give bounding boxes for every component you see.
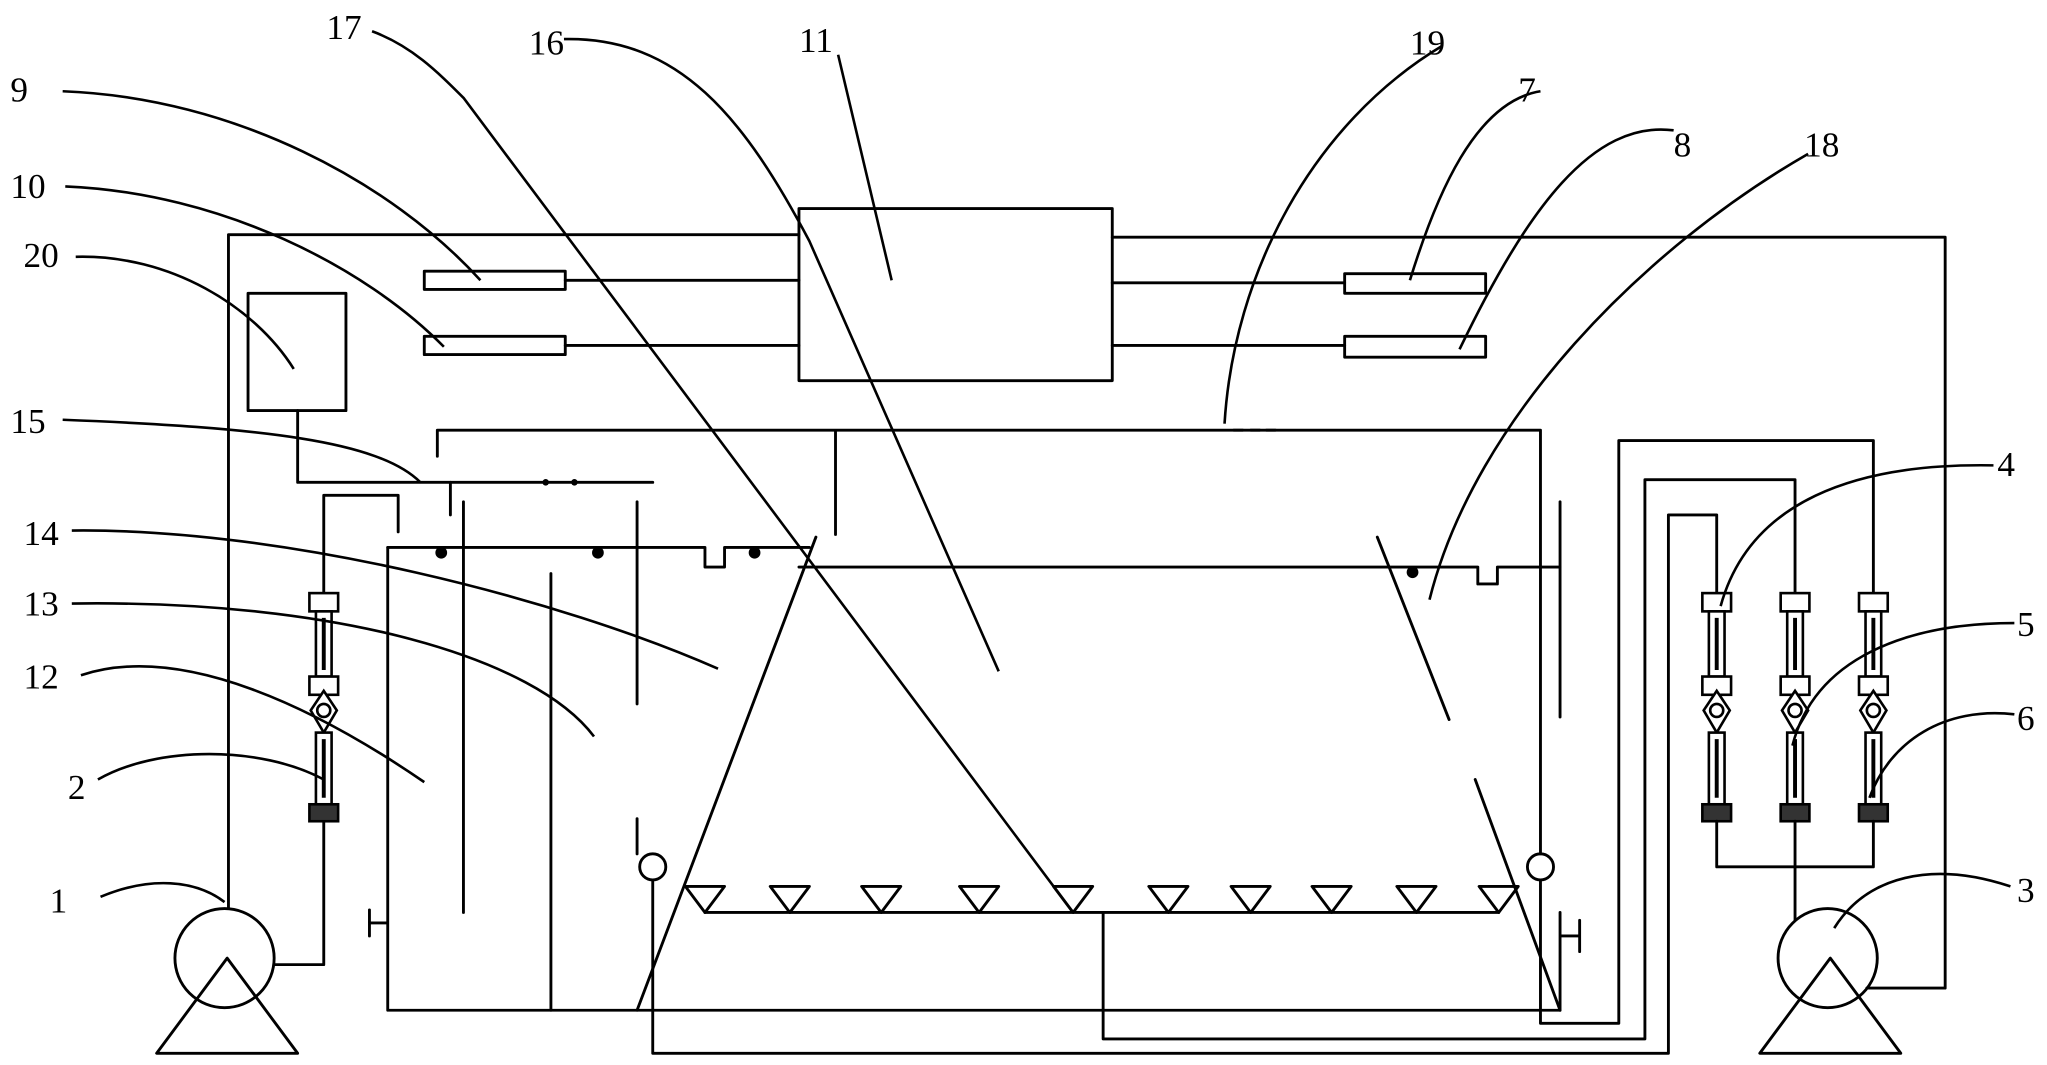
diffuser-2 <box>768 884 811 914</box>
diffuser-6 <box>1147 884 1190 914</box>
left-tank-water-line <box>386 546 811 569</box>
leader-10 <box>65 185 445 348</box>
leader-17 <box>371 30 1075 914</box>
label-12: 12 <box>23 657 58 696</box>
label-11: 11 <box>799 21 833 60</box>
diffuser-1 <box>683 884 726 914</box>
pipe-15-dot-b <box>571 479 578 486</box>
pump-3 <box>1758 907 1903 1055</box>
leader-5 <box>1791 621 2015 746</box>
leader-20 <box>75 255 295 370</box>
leader-2 <box>97 752 325 781</box>
probe-7 <box>1343 272 1488 295</box>
pipe-middle <box>1101 478 1797 1041</box>
label-9: 9 <box>10 71 28 110</box>
label-19: 19 <box>1410 24 1445 63</box>
pipe-19 <box>435 428 1542 856</box>
label-1: 1 <box>50 882 68 921</box>
outlet-right <box>1525 852 1555 882</box>
diffuser-4 <box>958 884 1001 914</box>
overflow-weir-d <box>1406 566 1419 579</box>
control-line-frame <box>227 233 1947 990</box>
leader-15 <box>62 418 422 484</box>
controller-box <box>797 207 1114 383</box>
main-tank-right-wall <box>1558 500 1582 1012</box>
label-15: 15 <box>10 402 45 441</box>
flowmeter-5 <box>1778 591 1812 824</box>
manifold-3 <box>1715 819 1875 922</box>
leader-19 <box>1223 44 1444 424</box>
flowmeter-2 <box>307 591 341 824</box>
diffuser-10 <box>1477 884 1520 914</box>
probe-wires <box>563 278 1347 347</box>
diffuser-7 <box>1229 884 1272 914</box>
label-8: 8 <box>1674 125 1692 164</box>
label-16: 16 <box>529 24 564 63</box>
diffuser-3 <box>860 884 903 914</box>
label-17: 17 <box>326 8 361 47</box>
pipe-outer <box>651 513 1719 1055</box>
pump-1 <box>155 907 300 1055</box>
label-13: 13 <box>23 584 58 623</box>
label-3: 3 <box>2017 871 2035 910</box>
label-20: 20 <box>23 236 58 275</box>
pipe-inner <box>1539 439 1875 1025</box>
overflow-weir-c <box>748 546 761 559</box>
leader-14 <box>71 529 719 670</box>
leader-3 <box>1833 872 2011 929</box>
leader-11 <box>836 54 893 281</box>
diffuser-9 <box>1395 884 1438 914</box>
overflow-weir-b <box>592 546 604 559</box>
probe-9 <box>422 269 567 291</box>
label-10: 10 <box>10 167 45 206</box>
main-tank-walls <box>635 535 1562 1012</box>
main-tank-water-line <box>797 565 1562 586</box>
left-tank-baffles <box>448 480 639 1012</box>
outlet-left <box>638 852 668 882</box>
leader-8 <box>1458 128 1674 350</box>
inlet-pipe <box>272 493 400 967</box>
leader-16 <box>563 37 1000 672</box>
leader-18 <box>1428 152 1809 600</box>
leader-4 <box>1719 464 1994 607</box>
pipe-15-dot-a <box>542 479 549 486</box>
label-5: 5 <box>2017 605 2035 644</box>
leader-1 <box>100 881 226 904</box>
diffuser-8 <box>1310 884 1353 914</box>
leader-13 <box>71 602 596 738</box>
label-14: 14 <box>23 514 59 553</box>
overflow-weir-a <box>435 546 448 559</box>
leader-12 <box>80 665 426 784</box>
label-2: 2 <box>68 768 86 807</box>
pipe-15 <box>296 409 655 484</box>
dosing-box-20 <box>246 291 348 413</box>
left-tank-walls <box>368 546 639 1012</box>
label-18: 18 <box>1804 125 1839 164</box>
flowmeter-4 <box>1700 591 1734 824</box>
label-7: 7 <box>1518 71 1536 110</box>
leader-6 <box>1868 711 2015 799</box>
label-6: 6 <box>2017 699 2035 738</box>
probe-10 <box>422 334 567 356</box>
leader-7 <box>1408 89 1541 281</box>
leader-9 <box>62 89 482 282</box>
label-4: 4 <box>1997 445 2015 484</box>
diffuser-5 <box>1052 884 1095 914</box>
